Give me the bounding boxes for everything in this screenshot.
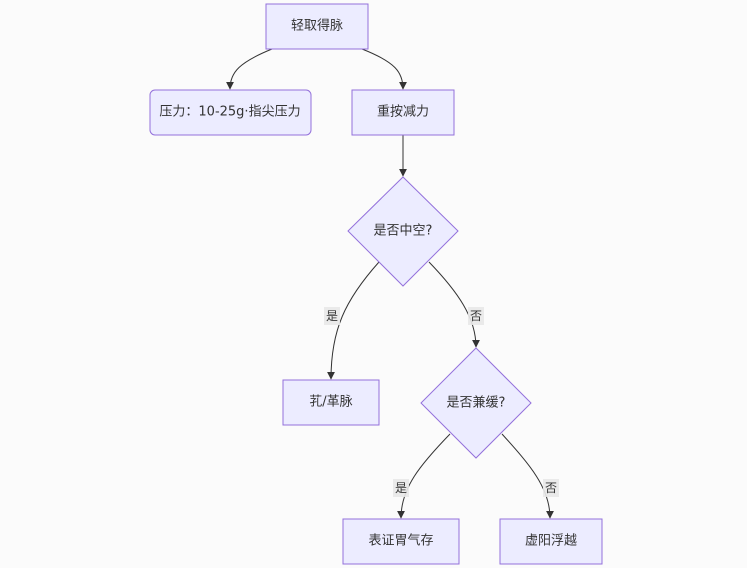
- node-slow-question: 是否兼缓?: [420, 347, 532, 459]
- node-press-hard: 重按减力: [351, 89, 455, 136]
- node-stomach-qi: 表证胃气存: [342, 518, 460, 565]
- node-hollow-question: 是否中空?: [347, 176, 459, 287]
- node-kou-ge-label: 芤/革脉: [309, 395, 352, 410]
- node-light-label: 轻取得脉: [291, 18, 343, 34]
- edge-hollow-to-kouge: [327, 261, 380, 380]
- edges: [226, 48, 554, 519]
- edge-label-slow-no: 否: [545, 481, 557, 495]
- node-yang-float: 虚阳浮越: [499, 518, 603, 565]
- edge-label-hollow-yes: 是: [326, 309, 338, 323]
- edge-slow-to-yang: [501, 433, 554, 519]
- edge-label-hollow-no: 否: [470, 309, 482, 323]
- node-pressure-label: 压力：10-25g·指尖压力: [159, 105, 300, 120]
- node-press-hard-label: 重按减力: [377, 104, 429, 120]
- node-kou-ge: 芤/革脉: [282, 379, 380, 426]
- edge-labels: 是 否 是 否: [324, 307, 559, 497]
- edge-light-to-press-hard: [361, 48, 407, 90]
- edge-slow-to-stomach: [397, 433, 451, 519]
- edge-light-to-pressure: [226, 48, 273, 90]
- node-pressure: 压力：10-25g·指尖压力: [149, 89, 312, 136]
- node-stomach-qi-label: 表证胃气存: [368, 533, 433, 549]
- edge-label-slow-yes: 是: [395, 481, 407, 495]
- edge-hollow-to-slow: [428, 261, 480, 348]
- node-slow-question-label: 是否兼缓?: [447, 396, 506, 411]
- node-light: 轻取得脉: [265, 3, 369, 50]
- node-hollow-question-label: 是否中空?: [374, 224, 433, 239]
- node-yang-float-label: 虚阳浮越: [525, 534, 577, 549]
